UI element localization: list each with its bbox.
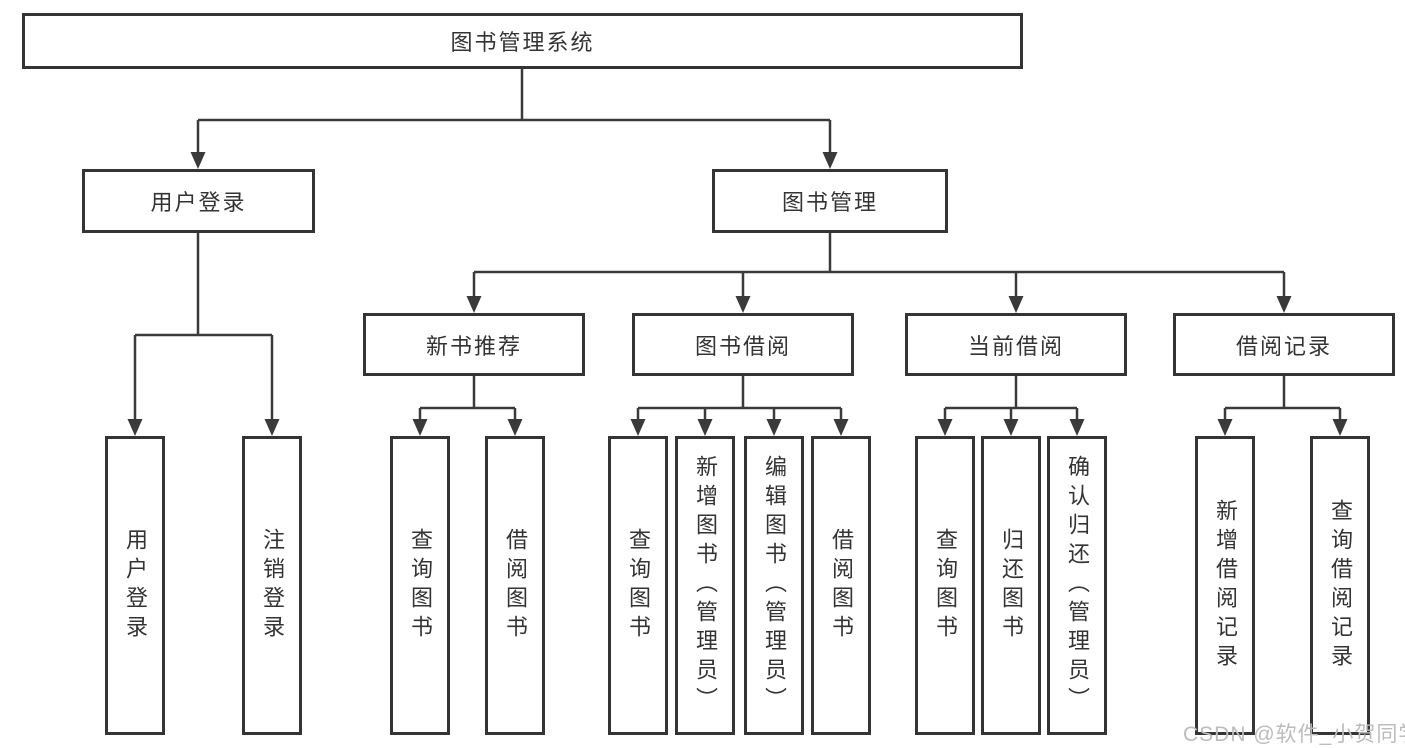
node-label: 借阅图书: [503, 527, 528, 644]
arrowheads: [127, 152, 1348, 436]
node-label: 用户登录: [123, 527, 148, 644]
leaf-query-books-recommend: 查询图书: [390, 436, 450, 735]
leaf-query-books-borrow: 查询图书: [608, 436, 668, 735]
leaf-user-login: 用户登录: [105, 436, 165, 735]
leaf-borrow-books-recommend: 借阅图书: [485, 436, 545, 735]
node-label: 查询图书: [626, 527, 651, 644]
node-book-management: 图书管理: [712, 169, 948, 233]
node-book-borrow: 图书借阅: [632, 313, 854, 376]
node-root-library-management-system: 图书管理系统: [22, 13, 1023, 69]
node-label: 查询借阅记录: [1328, 498, 1353, 673]
node-label: 图书管理: [781, 190, 878, 215]
csdn-watermark: CSDN @软件_小贺同学: [1183, 723, 1405, 746]
leaf-logout: 注销登录: [242, 436, 302, 735]
node-label: 当前借阅: [967, 333, 1064, 359]
node-label: 归还图书: [999, 527, 1024, 644]
node-label: 图书借阅: [694, 333, 791, 359]
node-label: 注销登录: [260, 527, 285, 644]
node-label: 查询图书: [408, 527, 433, 644]
leaf-borrow-books: 借阅图书: [811, 436, 871, 735]
leaf-query-books-current: 查询图书: [915, 436, 975, 735]
leaf-add-books-admin: 新增图书（管理员）: [675, 436, 735, 735]
node-label: 新增图书（管理员）: [693, 455, 718, 716]
node-label: 查询图书: [933, 527, 958, 644]
node-current-borrow: 当前借阅: [905, 313, 1127, 376]
node-label: 借阅记录: [1235, 333, 1332, 359]
leaf-edit-books-admin: 编辑图书（管理员）: [744, 436, 804, 735]
leaf-confirm-return-admin: 确认归还（管理员）: [1047, 436, 1107, 735]
node-label: 借阅图书: [829, 527, 854, 644]
node-borrow-records: 借阅记录: [1173, 313, 1395, 376]
leaf-query-borrow-record: 查询借阅记录: [1310, 436, 1370, 735]
node-user-login: 用户登录: [82, 169, 315, 233]
node-label: 编辑图书（管理员）: [762, 455, 787, 716]
node-label: 用户登录: [150, 190, 247, 215]
leaf-return-books: 归还图书: [981, 436, 1041, 735]
node-new-book-recommend: 新书推荐: [363, 313, 585, 376]
node-label: 图书管理系统: [450, 30, 595, 55]
node-label: 新书推荐: [425, 333, 522, 359]
leaf-add-borrow-record: 新增借阅记录: [1195, 436, 1255, 735]
node-label: 新增借阅记录: [1213, 498, 1238, 673]
node-label: 确认归还（管理员）: [1065, 455, 1090, 716]
